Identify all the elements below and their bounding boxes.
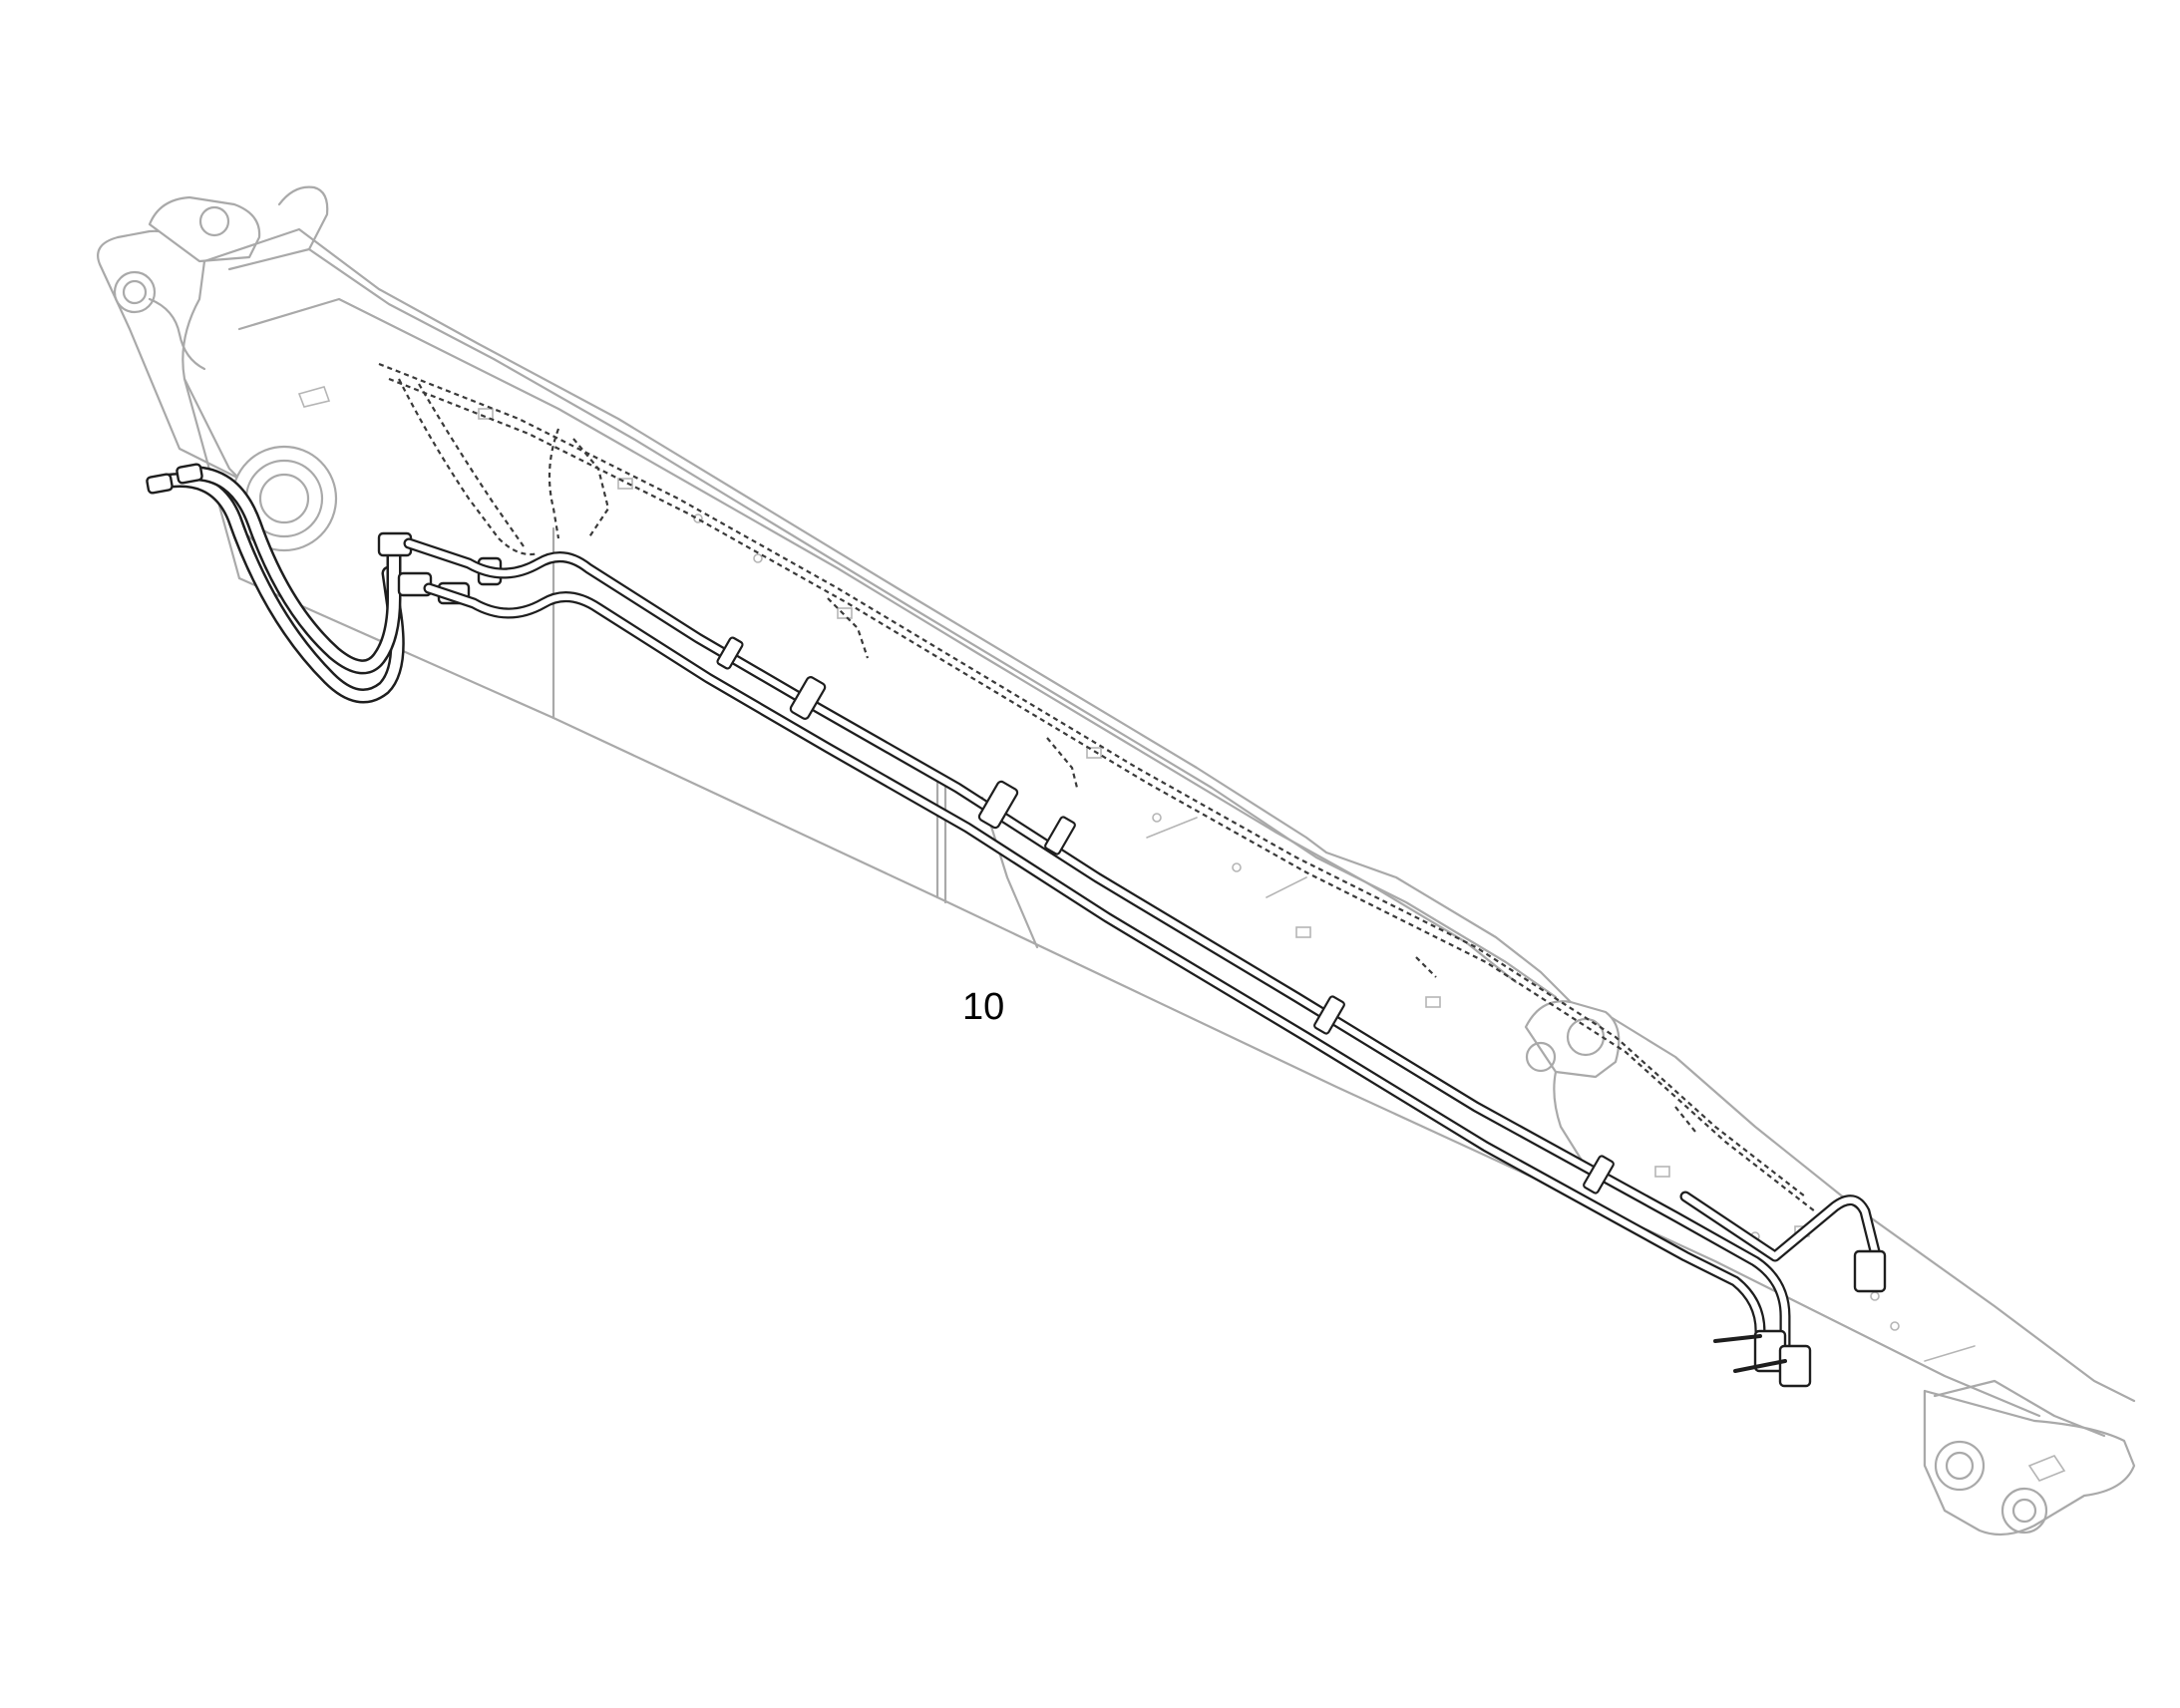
boom-tip-pin-lower bbox=[2000, 1487, 2048, 1535]
boom-arm-pivot-web bbox=[1553, 1070, 1588, 1169]
pipe-clamp-5 bbox=[1313, 995, 1345, 1035]
arm-end-bolt-2 bbox=[1733, 1359, 1787, 1373]
pipe-clamps bbox=[716, 636, 1615, 1195]
pipe-clamp-3 bbox=[977, 780, 1019, 830]
boom-tip-top-detail bbox=[1933, 1379, 2106, 1438]
boom-bottom-edge bbox=[237, 576, 2041, 1418]
boom-tip-pin-lower-inner bbox=[2011, 1498, 2037, 1524]
boom-arm-pivot-bracket bbox=[1524, 1000, 1621, 1079]
boom-foot-hook bbox=[148, 297, 206, 371]
pipe-clamp-4 bbox=[1044, 816, 1076, 855]
pipe-clamp-2 bbox=[789, 676, 827, 720]
hose-end-fitting-2 bbox=[176, 463, 203, 485]
boom-foot-upper-lug bbox=[148, 195, 261, 263]
boom-top-edge bbox=[202, 227, 2136, 1403]
boom-plate-details bbox=[297, 386, 2066, 1482]
callout-group: 10 bbox=[962, 986, 1004, 1028]
hidden-internal-lines bbox=[378, 362, 1816, 1212]
arm-end-block-3 bbox=[1853, 1249, 1887, 1293]
boom-pipe-2 bbox=[423, 582, 1766, 1367]
pipe-clamp-6 bbox=[1583, 1155, 1615, 1195]
arm-end-bolt-1 bbox=[1713, 1334, 1762, 1343]
boom-foot-plate bbox=[97, 229, 241, 481]
callout-label-10: 10 bbox=[962, 986, 1004, 1028]
arm-end-block-2 bbox=[1778, 1344, 1812, 1388]
hydraulic-pipe-assembly bbox=[146, 463, 1887, 1388]
boom-pipe-1 bbox=[403, 537, 1791, 1357]
hose-end-fitting-1 bbox=[146, 473, 174, 495]
boom-top-flange bbox=[237, 297, 1518, 984]
boom-pivot-boss-inner bbox=[258, 473, 310, 524]
boom-foot-pin-left bbox=[113, 270, 157, 314]
boom-foot-upper-pin bbox=[198, 205, 230, 237]
boom-pipe-3 bbox=[1679, 1191, 1881, 1262]
boom-top-edge-inner bbox=[227, 247, 1558, 999]
boom-tip-pin-upper-inner bbox=[1945, 1451, 1975, 1481]
boom-foot-pin-left-inner bbox=[122, 279, 148, 305]
pipe-clamp-1 bbox=[716, 636, 744, 670]
boom-tip-pin-upper bbox=[1934, 1440, 1986, 1492]
boom-foot-cylinder-mount bbox=[277, 185, 329, 251]
arm-pivot-pin-lower bbox=[1525, 1041, 1557, 1073]
